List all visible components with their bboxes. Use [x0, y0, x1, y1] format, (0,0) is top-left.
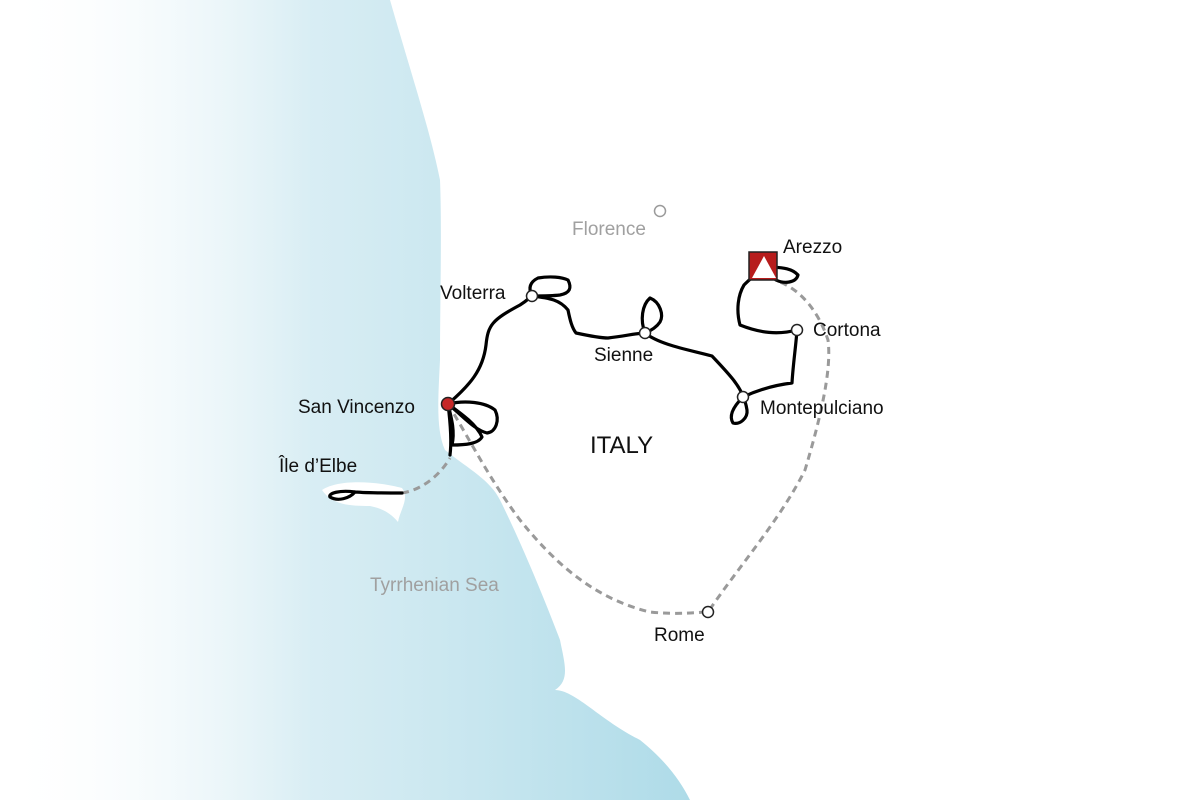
- florence-label: Florence: [572, 219, 646, 240]
- tyrrhenian-sea-area: [0, 0, 690, 800]
- cortona-label: Cortona: [813, 320, 881, 341]
- sea-label: Tyrrhenian Sea: [370, 575, 499, 596]
- volterra-label: Volterra: [440, 283, 506, 304]
- volterra-loop: [528, 275, 572, 298]
- rome-marker: [701, 605, 715, 619]
- montepulciano-label: Montepulciano: [760, 398, 884, 419]
- san-vincenzo-label: San Vincenzo: [298, 397, 415, 418]
- country-label: ITALY: [590, 432, 653, 459]
- elbe-loop: [328, 489, 404, 501]
- florence-marker: [653, 204, 667, 218]
- arezzo-label: Arezzo: [783, 237, 842, 258]
- montepulciano-marker: [736, 390, 750, 404]
- start-flag-icon: [748, 251, 778, 281]
- elbe-label: Île d’Elbe: [278, 455, 357, 477]
- sienne-loop: [640, 296, 664, 335]
- transfer-route: [446, 280, 831, 615]
- rome-label: Rome: [654, 625, 705, 646]
- san-vincenzo-marker: [440, 396, 456, 412]
- cortona-marker: [790, 323, 804, 337]
- sienne-label: Sienne: [594, 345, 653, 366]
- sienne-marker: [638, 326, 652, 340]
- transfer-route-elbe: [401, 457, 452, 495]
- volterra-marker: [525, 289, 539, 303]
